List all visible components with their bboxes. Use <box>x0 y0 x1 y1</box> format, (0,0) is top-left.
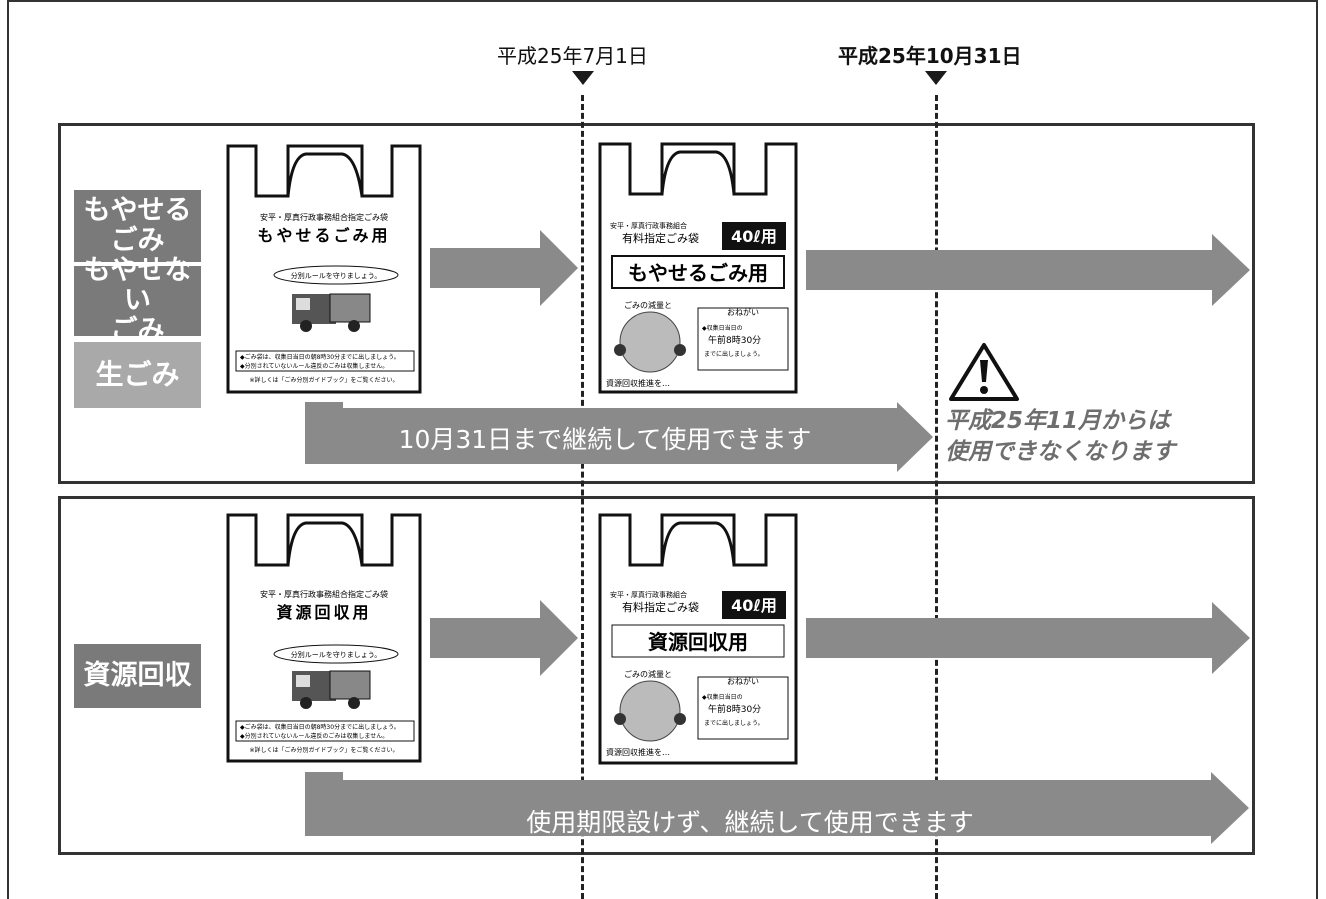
svg-text:◆収集日当日の: ◆収集日当日の <box>702 693 743 701</box>
svg-text:◆分別されていないルール違反のごみは収集しません。: ◆分別されていないルール違反のごみは収集しません。 <box>240 362 388 370</box>
svg-text:資源回収推進を…: 資源回収推進を… <box>606 747 670 757</box>
svg-text:安平・厚真行政事務組合: 安平・厚真行政事務組合 <box>610 590 687 599</box>
arrow-to-new-bag-1 <box>430 230 578 306</box>
svg-text:◆収集日当日の: ◆収集日当日の <box>702 324 743 332</box>
svg-text:ごみの減量と: ごみの減量と <box>624 669 672 679</box>
svg-text:※詳しくは「ごみ分別ガイドブック」をご覧ください。: ※詳しくは「ごみ分別ガイドブック」をご覧ください。 <box>249 746 398 754</box>
svg-text:までに出しましょう。: までに出しましょう。 <box>704 350 764 358</box>
svg-text:資源回収推進を…: 資源回収推進を… <box>606 378 670 388</box>
warning-icon <box>949 343 1019 401</box>
old-bag-recycling: 安平・厚真行政事務組合指定ごみ袋 資源回収用 分別ルールを守りましょう。 ◆ごみ… <box>226 513 422 763</box>
band-text-no-expiry: 使用期限設けず、継続して使用できます <box>526 808 974 837</box>
category-burnable: もやせるごみ <box>74 190 201 262</box>
category-kitchen-waste: 生ごみ <box>74 342 201 408</box>
svg-text:資源回収用: 資源回収用 <box>648 630 748 654</box>
timeline-line-deadline <box>935 95 938 899</box>
new-bag-recycling: 安平・厚真行政事務組合 有料指定ごみ袋 40ℓ用 資源回収用 ごみの減量と おね… <box>598 513 798 765</box>
date-marker-start <box>572 71 594 85</box>
arrow-no-expiry <box>305 772 1249 844</box>
svg-text:※詳しくは「ごみ分別ガイドブック」をご覧ください。: ※詳しくは「ごみ分別ガイドブック」をご覧ください。 <box>249 376 398 384</box>
svg-text:までに出しましょう。: までに出しましょう。 <box>704 719 764 727</box>
arrow-continuation-1 <box>806 234 1250 306</box>
category-recycling: 資源回収 <box>74 644 201 708</box>
panel-recycling <box>58 496 1255 855</box>
date-label-deadline: 平成25年10月31日 <box>838 44 1022 68</box>
svg-text:午前8時30分: 午前8時30分 <box>708 334 761 346</box>
earth-icon <box>614 680 686 742</box>
svg-text:安平・厚真行政事務組合指定ごみ袋: 安平・厚真行政事務組合指定ごみ袋 <box>260 212 388 222</box>
svg-text:資源回収用: 資源回収用 <box>276 603 371 622</box>
diagram-frame <box>7 0 1318 899</box>
svg-text:有料指定ごみ袋: 有料指定ごみ袋 <box>622 600 699 614</box>
svg-text:分別ルールを守りましょう。: 分別ルールを守りましょう。 <box>291 650 382 659</box>
svg-text:もやせるごみ用: もやせるごみ用 <box>257 226 390 245</box>
svg-text:有料指定ごみ袋: 有料指定ごみ袋 <box>622 231 699 245</box>
panel-burnable <box>58 123 1255 484</box>
earth-icon <box>614 311 686 373</box>
svg-text:安平・厚真行政事務組合: 安平・厚真行政事務組合 <box>610 221 687 230</box>
arrow-continuation-2 <box>806 602 1250 674</box>
svg-text:午前8時30分: 午前8時30分 <box>708 703 761 715</box>
svg-text:◆ごみ袋は、収集日当日の朝8時30分までに出しましょう。: ◆ごみ袋は、収集日当日の朝8時30分までに出しましょう。 <box>240 723 400 731</box>
garbage-truck-icon <box>292 293 371 332</box>
new-bag-burnable: 安平・厚真行政事務組合 有料指定ごみ袋 40ℓ用 もやせるごみ用 ごみの減量と … <box>598 142 798 394</box>
svg-text:◆分別されていないルール違反のごみは収集しません。: ◆分別されていないルール違反のごみは収集しません。 <box>240 732 388 740</box>
date-label-start: 平成25年7月1日 <box>497 44 648 68</box>
svg-text:40ℓ用: 40ℓ用 <box>731 596 777 615</box>
garbage-truck-icon <box>292 670 371 709</box>
svg-text:安平・厚真行政事務組合指定ごみ袋: 安平・厚真行政事務組合指定ごみ袋 <box>260 589 388 599</box>
svg-text:おねがい: おねがい <box>727 307 759 317</box>
svg-text:分別ルールを守りましょう。: 分別ルールを守りましょう。 <box>291 271 382 280</box>
old-bag-burnable: 安平・厚真行政事務組合指定ごみ袋 もやせるごみ用 分別ルールを守りましょう。 ◆… <box>226 144 422 394</box>
svg-text:もやせるごみ用: もやせるごみ用 <box>628 261 768 285</box>
band-text-until-oct31: 10月31日まで継続して使用できます <box>398 425 812 454</box>
timeline-line-start <box>581 95 584 899</box>
category-non-burnable: もやせないごみ <box>74 256 201 345</box>
date-marker-deadline <box>925 71 947 85</box>
warning-message: 平成25年11月からは 使用できなくなります <box>945 408 1175 466</box>
svg-text:40ℓ用: 40ℓ用 <box>731 227 777 246</box>
svg-text:おねがい: おねがい <box>727 676 759 686</box>
arrow-until-oct31 <box>305 402 933 472</box>
svg-text:◆ごみ袋は、収集日当日の朝8時30分までに出しましょう。: ◆ごみ袋は、収集日当日の朝8時30分までに出しましょう。 <box>240 353 400 361</box>
arrow-to-new-bag-2 <box>430 600 578 676</box>
svg-text:ごみの減量と: ごみの減量と <box>624 300 672 310</box>
